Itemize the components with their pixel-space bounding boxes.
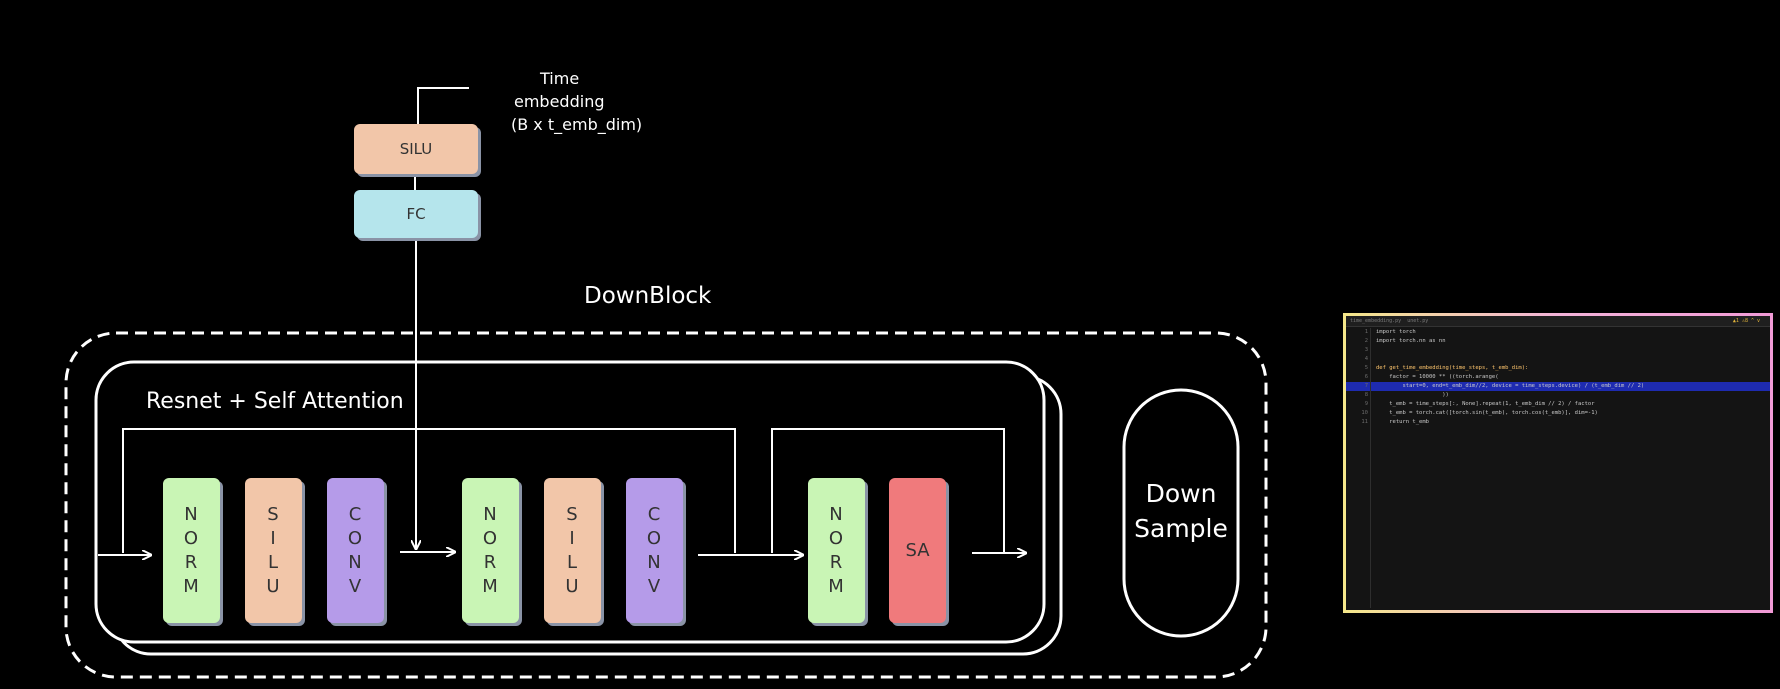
conv-block-1: C O N V [327,478,384,623]
code-text: return t_emb [1376,419,1429,425]
fc-label: FC [406,205,426,223]
residual-skip-2 [771,428,1005,553]
line-number: 5 [1364,365,1368,371]
downsample-line-1: Down [1145,479,1217,508]
line-number: 7 [1364,383,1368,389]
silu-block-top: SILU [354,124,478,174]
code-text: import torch [1376,329,1416,335]
editor-tab-1[interactable]: time_embedding.py [1350,318,1402,324]
sa-block: SA [889,478,946,623]
code-line-highlighted: 7 start=0, end=t_emb_dim//2, device = ti… [1346,382,1770,391]
line-number: 3 [1364,347,1368,353]
line-number: 10 [1361,410,1368,416]
time-embedding-line-3: (B x t_emb_dim) [511,115,643,134]
norm-block-2: N O R M [462,478,519,623]
time-embedding-label: Time embedding (B x t_emb_dim) [510,67,650,136]
code-line: 10 t_emb = torch.cat([torch.sin(t_emb), … [1346,409,1770,418]
norm-block-3: N O R M [808,478,865,623]
time-embedding-line [417,87,469,126]
editor-gutter-line [1370,328,1371,608]
sa-label: SA [905,540,930,561]
downsample-label: Down Sample [1124,476,1238,546]
code-lines: 1 import torch 2 import torch.nn as nn 3 4… [1346,328,1770,427]
time-embedding-line-2: embedding [514,92,605,111]
code-line: 4 [1346,355,1770,364]
line-number: 2 [1364,338,1368,344]
silu-block-2: S I L U [544,478,601,623]
norm-2-label: N O R M [482,503,499,597]
silu-1-label: S I L U [266,503,281,597]
norm-3-label: N O R M [828,503,845,597]
code-text: import torch.nn as nn [1376,338,1446,344]
residual-skip-1 [122,428,736,553]
line-number: 8 [1364,392,1368,398]
code-text: def get_time_embedding(time_steps, t_emb… [1376,365,1529,371]
code-line: 3 [1346,346,1770,355]
warning-indicator: ▲1 ⚠8 ^ v [1732,318,1760,324]
code-text: t_emb = torch.cat([torch.sin(t_emb), tor… [1376,410,1598,416]
code-text: factor = 10000 ** ((torch.arange( [1376,374,1499,380]
downblock-title: DownBlock [584,283,712,309]
silu-2-label: S I L U [565,503,580,597]
code-line: 8 )) [1346,391,1770,400]
line-number: 1 [1364,329,1368,335]
code-text: t_emb = time_steps[:, None].repeat(1, t_… [1376,401,1595,407]
code-line: 5 def get_time_embedding(time_steps, t_em… [1346,364,1770,373]
downsample-outline [1122,388,1240,638]
code-line: 11 return t_emb [1346,418,1770,427]
norm-block-1: N O R M [163,478,220,623]
code-text: )) [1376,392,1449,398]
conv-block-2: C O N V [626,478,683,623]
line-number: 9 [1364,401,1368,407]
silu-block-1: S I L U [245,478,302,623]
code-line: 9 t_emb = time_steps[:, None].repeat(1, … [1346,400,1770,409]
line-number: 4 [1364,356,1368,362]
time-embedding-line-1: Time [540,69,580,88]
code-line: 1 import torch [1346,328,1770,337]
code-line: 2 import torch.nn as nn [1346,337,1770,346]
code-text: start=0, end=t_emb_dim//2, device = time… [1376,383,1645,389]
editor-tab-2[interactable]: unet.py [1407,318,1429,324]
resnet-title: Resnet + Self Attention [146,389,404,414]
line-number: 6 [1364,374,1368,380]
conv-1-label: C O N V [347,503,364,597]
code-line: 6 factor = 10000 ** ((torch.arange( [1346,373,1770,382]
downblock-outline [64,331,1268,679]
code-editor-panel: time_embedding.py unet.py ▲1 ⚠8 ^ v 1 imp… [1343,313,1773,613]
norm-1-label: N O R M [183,503,200,597]
downsample-line-2: Sample [1134,514,1228,543]
silu-top-label: SILU [399,140,433,158]
fc-block: FC [354,190,478,238]
editor-tab-bar: time_embedding.py unet.py [1346,316,1770,327]
line-number: 11 [1361,419,1368,425]
conv-2-label: C O N V [646,503,663,597]
